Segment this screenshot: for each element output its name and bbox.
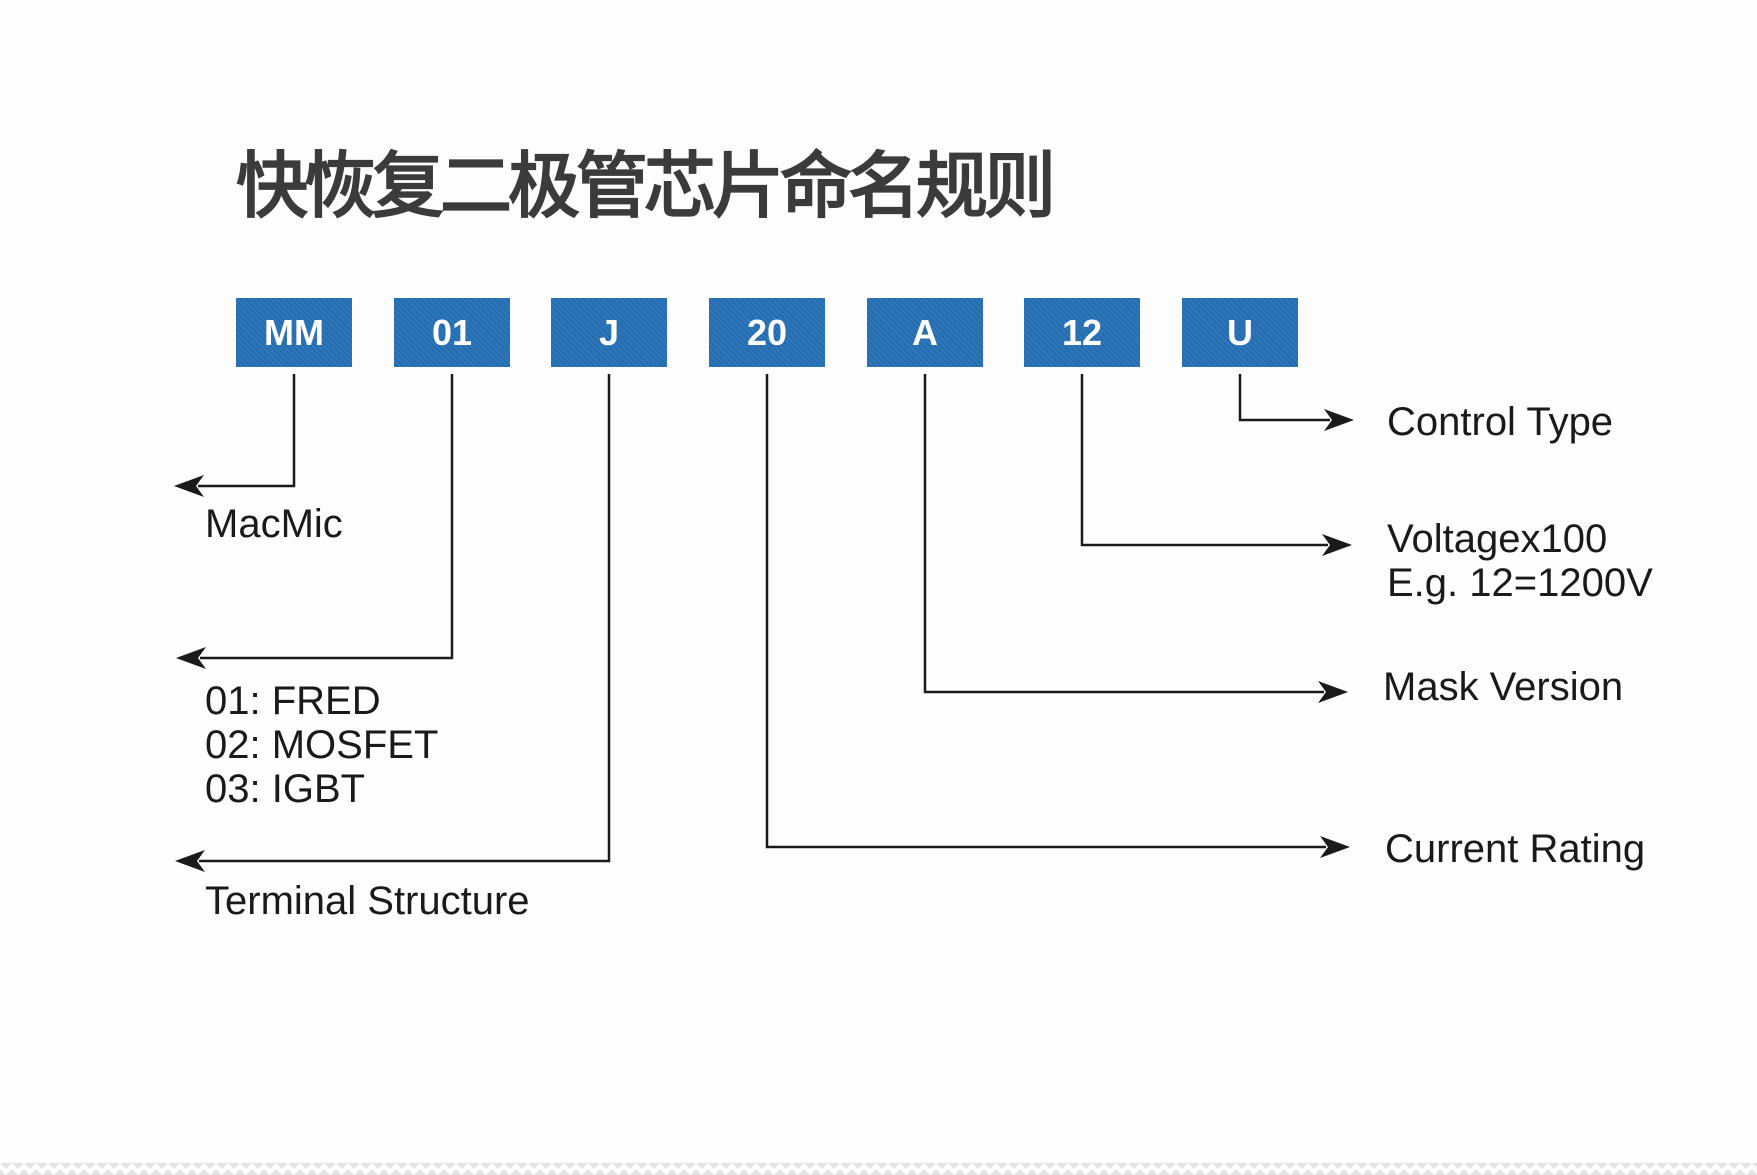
voltage-label-line1: Voltagex100 <box>1387 517 1608 561</box>
code-segment-label: U <box>1227 311 1253 353</box>
manufacturer-label: MacMic <box>205 502 343 546</box>
bottom-zigzag-border <box>0 1163 1757 1175</box>
arrowhead-right-current-rating <box>1320 836 1350 858</box>
control-type-label: Control Type <box>1387 400 1614 444</box>
arrowhead-left-terminal <box>175 850 205 872</box>
arrowhead-left-device-type <box>176 647 206 669</box>
code-segment-label: J <box>598 311 620 353</box>
code-segment-label: 01 <box>431 311 473 353</box>
arrowhead-right-control-type <box>1324 409 1354 431</box>
device-type-item: 03: IGBT <box>205 767 366 811</box>
code-segment-box-control-type: U <box>1182 298 1298 367</box>
page-title: 快恢复二极管芯片命名规则 <box>236 147 1056 227</box>
code-segment-box-mask-version: A <box>867 298 983 367</box>
current-rating-label: Current Rating <box>1385 827 1646 871</box>
voltage-label: Voltagex100 E.g. 12=1200V <box>1387 517 1653 605</box>
code-segment-box-device-type: 01 <box>394 298 510 367</box>
code-segment-label: 20 <box>746 311 788 353</box>
terminal-structure-label: Terminal Structure <box>205 879 530 923</box>
device-type-list: 01: FRED 02: MOSFET 03: IGBT <box>205 679 438 811</box>
code-segment-box-manufacturer: MM <box>236 298 352 367</box>
code-segment-box-terminal-structure: J <box>551 298 667 367</box>
voltage-label-line2: E.g. 12=1200V <box>1387 561 1653 605</box>
device-type-item: 02: MOSFET <box>205 723 439 767</box>
code-segment-label: A <box>912 311 938 353</box>
device-type-item: 01: FRED <box>205 679 381 723</box>
arrowhead-right-voltage <box>1322 534 1352 556</box>
code-segment-box-current-rating: 20 <box>709 298 825 367</box>
arrowhead-left-macmic <box>174 475 204 497</box>
mask-version-label: Mask Version <box>1383 665 1624 709</box>
arrowhead-right-mask-version <box>1318 681 1348 703</box>
code-segment-label: MM <box>264 311 324 353</box>
code-segment-label: 12 <box>1061 311 1103 353</box>
code-segment-box-voltage: 12 <box>1024 298 1140 367</box>
